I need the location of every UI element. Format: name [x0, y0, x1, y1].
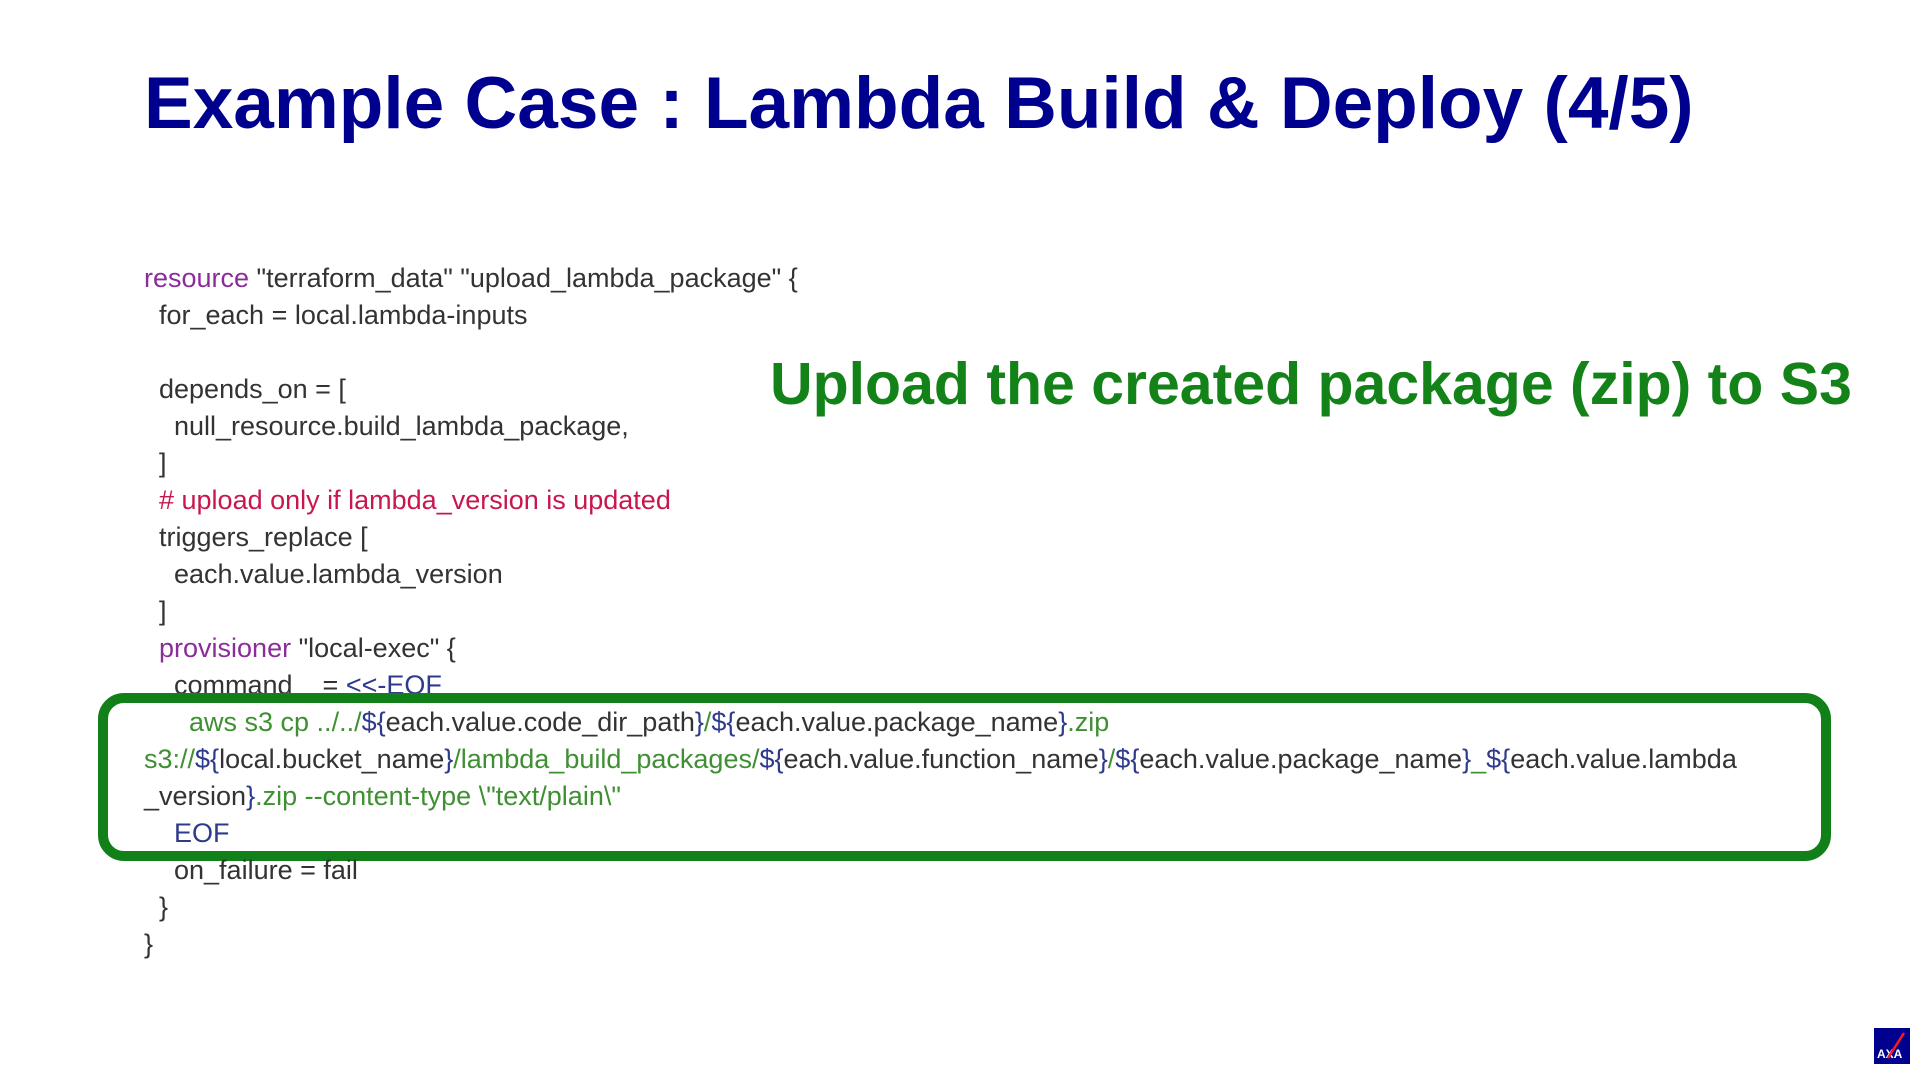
- code-comment: # upload only if lambda_version is updat…: [144, 485, 671, 515]
- callout-text: Upload the created package (zip) to S3: [770, 351, 1852, 417]
- code-line-eof: EOF: [144, 818, 230, 848]
- code-line-2: for_each = local.lambda-inputs: [144, 300, 528, 330]
- code-block-tail: on_failure = fail } }: [144, 852, 1824, 963]
- code-line-1: resource "terraform_data" "upload_lambda…: [144, 263, 798, 293]
- code-line-14b: _version}.zip --content-type \"text/plai…: [144, 781, 621, 811]
- code-line-5: null_resource.build_lambda_package,: [144, 411, 629, 441]
- code-line-17: on_failure = fail: [144, 855, 358, 885]
- axa-logo-icon: AXA: [1874, 1028, 1910, 1064]
- code-line-8: triggers_replace [: [144, 522, 368, 552]
- keyword-provisioner: provisioner: [159, 633, 292, 663]
- code-line-9: each.value.lambda_version: [144, 559, 503, 589]
- code-line-11: provisioner "local-exec" {: [159, 633, 456, 663]
- highlight-box: [98, 693, 1831, 861]
- code-line-14a: s3://${local.bucket_name}/lambda_build_p…: [144, 744, 1737, 774]
- code-line-18: }: [144, 892, 169, 922]
- code-line-6: ]: [144, 448, 167, 478]
- code-line-13: aws s3 cp ../../${each.value.code_dir_pa…: [144, 707, 1110, 737]
- code-line-19: }: [144, 929, 154, 959]
- slide-title: Example Case : Lambda Build & Deploy (4/…: [144, 63, 1694, 144]
- code-line-4: depends_on = [: [144, 374, 346, 404]
- axa-logo: AXA: [1874, 1028, 1910, 1064]
- code-block-highlighted: aws s3 cp ../../${each.value.code_dir_pa…: [144, 704, 1824, 852]
- keyword-resource: resource: [144, 263, 250, 293]
- code-line-10: ]: [144, 596, 167, 626]
- code-block: resource "terraform_data" "upload_lambda…: [144, 260, 1824, 704]
